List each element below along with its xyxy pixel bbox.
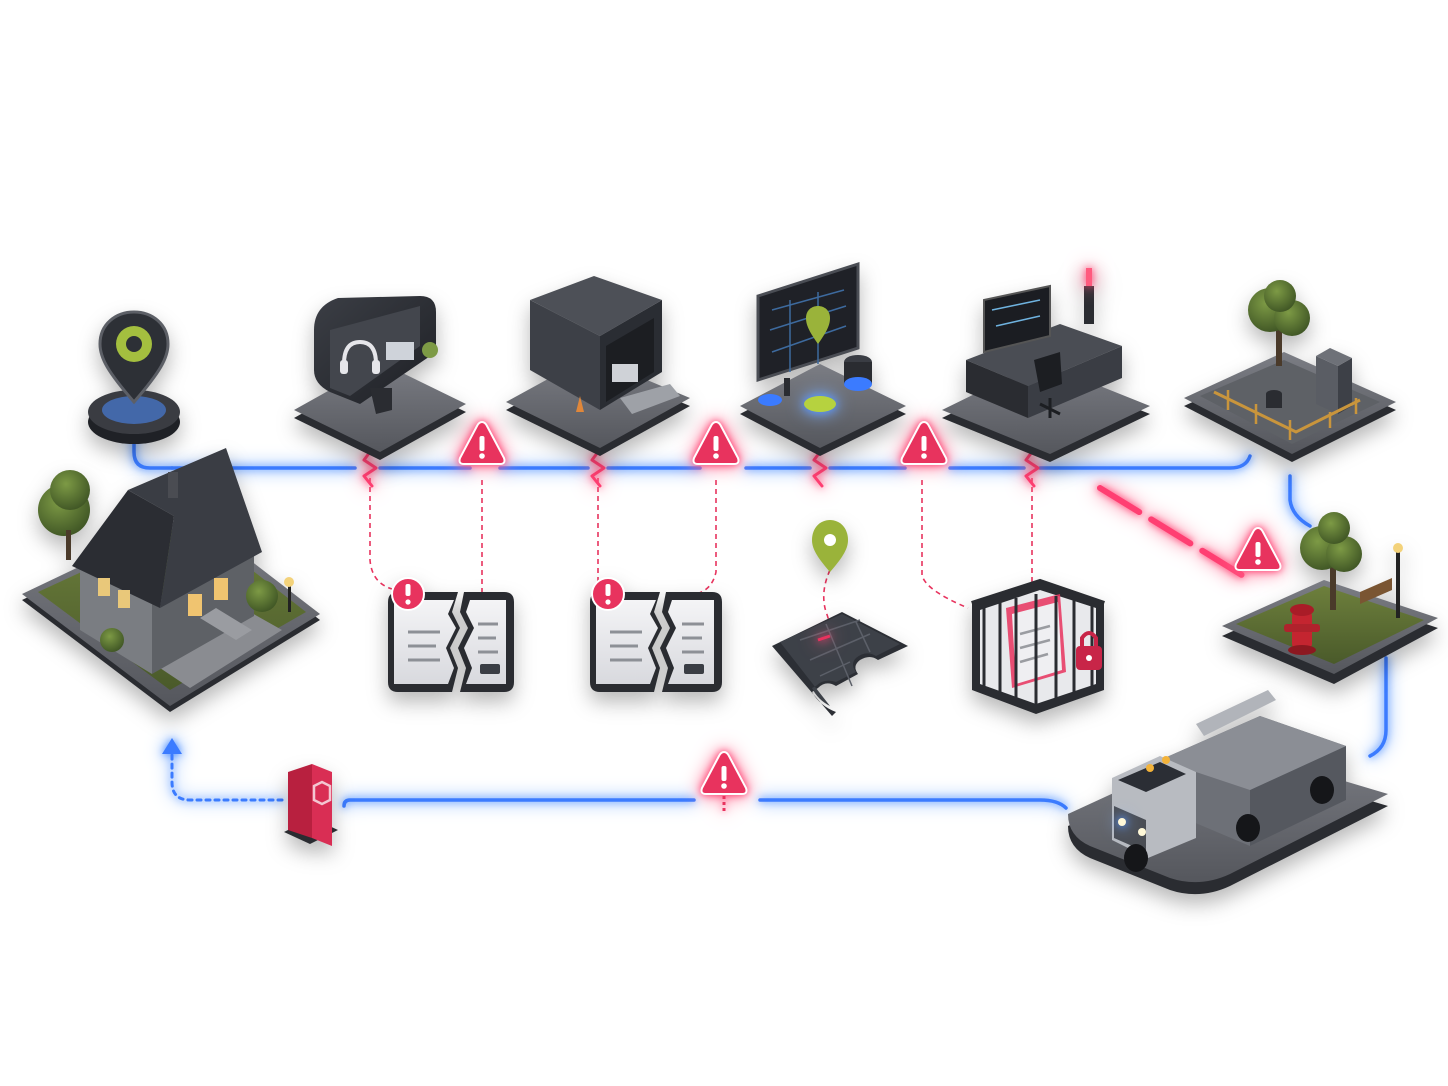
issue-missing-map-piece[interactable]: [772, 520, 908, 716]
flow-line-bottom-left: [342, 798, 696, 808]
node-house[interactable]: [22, 448, 320, 712]
break-zigzag-2: [590, 450, 606, 488]
map-screen-icon: [756, 261, 872, 412]
node-location-pin[interactable]: [88, 310, 180, 444]
control-desk-icon: [966, 268, 1122, 418]
node-stop-sign[interactable]: [284, 764, 338, 846]
break-zigzag-4: [1024, 450, 1040, 488]
flow-line-return: [170, 750, 284, 802]
call-center-icon: [314, 296, 438, 414]
break-zigzag-1: [362, 450, 378, 488]
node-dispatch-garage[interactable]: [506, 276, 690, 456]
alert-2[interactable]: [692, 420, 740, 465]
location-pin-icon: [98, 310, 170, 405]
node-control-room[interactable]: [942, 268, 1150, 462]
broken-link-line: [1097, 485, 1253, 583]
puzzle-map-icon: [772, 612, 908, 716]
flow-line-top-8: [1038, 454, 1252, 470]
stop-marker-icon: [288, 764, 332, 846]
line-breaks: [362, 450, 1040, 488]
alert-5[interactable]: [700, 750, 748, 814]
issue-connectors: [369, 478, 1033, 637]
alert-3[interactable]: [900, 420, 948, 465]
issue-broken-record-2[interactable]: [590, 577, 722, 692]
break-zigzag-3: [812, 450, 828, 488]
fire-hydrant-icon: [1284, 604, 1320, 655]
node-utility-truck[interactable]: [1068, 690, 1388, 895]
flow-lines: [132, 428, 1388, 810]
node-call-center[interactable]: [294, 296, 466, 460]
return-arrow-head: [162, 738, 182, 754]
broken-document-icon: [590, 592, 722, 692]
location-pin-icon: [812, 520, 848, 572]
utility-truck-icon: [1112, 690, 1346, 872]
broken-document-icon: [388, 592, 514, 692]
alerts: [458, 420, 1282, 814]
flow-line-yard-down: [1288, 474, 1312, 528]
node-facility-yard[interactable]: [1184, 280, 1396, 462]
issue-broken-record-1[interactable]: [388, 577, 514, 692]
fenced-yard-icon: [1213, 348, 1361, 440]
issue-locked-data[interactable]: [971, 578, 1105, 714]
flow-line-park-down: [1368, 656, 1388, 758]
alert-4[interactable]: [1234, 526, 1282, 571]
flow-line-pin-down: [132, 428, 174, 470]
garage-icon: [530, 276, 680, 414]
house-icon: [72, 448, 262, 674]
node-fire-hydrant-park[interactable]: [1222, 512, 1438, 684]
caged-document-icon: [971, 578, 1105, 714]
node-map-display[interactable]: [740, 261, 906, 456]
alert-1[interactable]: [458, 420, 506, 465]
flow-line-bottom-right: [758, 798, 1068, 810]
